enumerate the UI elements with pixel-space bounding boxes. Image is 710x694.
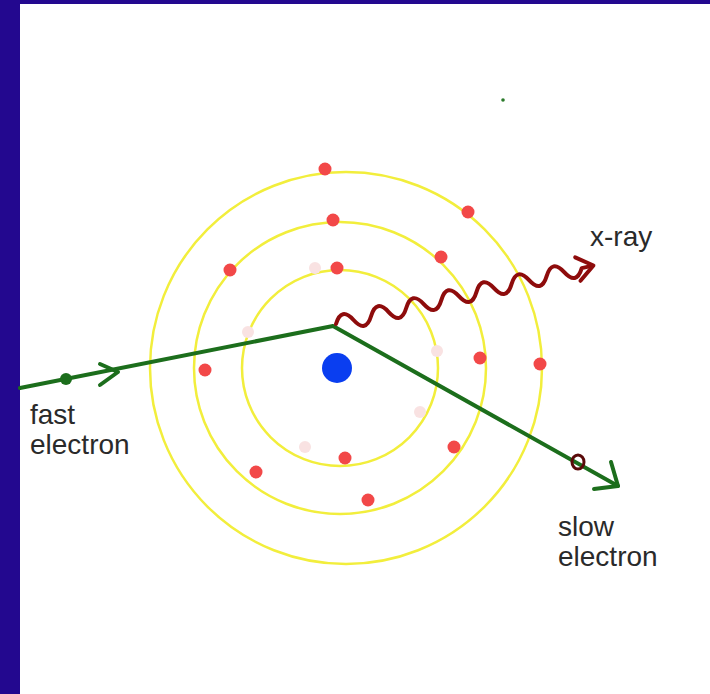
fast-electron-label: fast electron (30, 400, 180, 460)
speck (501, 98, 505, 102)
faint-electrons (242, 262, 443, 453)
side-bar (0, 0, 20, 694)
electron-shells (150, 172, 542, 564)
top-bar (0, 0, 710, 4)
x-ray-label: x-ray (590, 222, 700, 252)
slow-electron-label: slow electron (558, 512, 704, 572)
electrons (199, 163, 547, 507)
slow-electron-dot (572, 455, 584, 469)
fast-electron-dot (60, 373, 72, 385)
electron-path (20, 326, 618, 489)
nucleus (322, 353, 352, 383)
x-ray-wave (333, 254, 596, 336)
